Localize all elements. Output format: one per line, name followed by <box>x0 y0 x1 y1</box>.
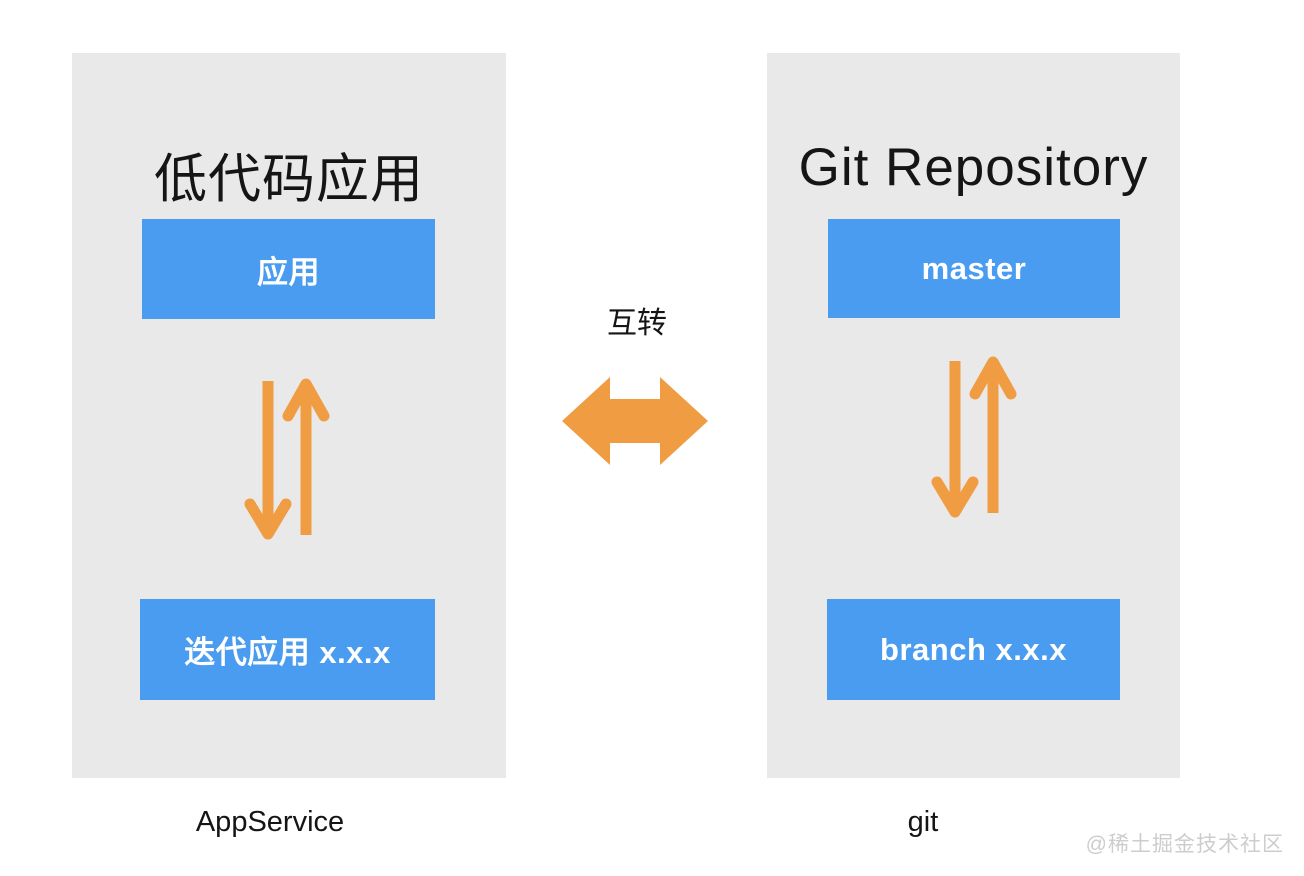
app-node-box: 应用 <box>142 219 435 319</box>
iteration-app-node-box: 迭代应用 x.x.x <box>140 599 435 700</box>
bidirectional-vertical-arrows-icon <box>244 378 330 540</box>
juejin-watermark: @稀土掘金技术社区 <box>1085 833 1284 856</box>
master-node-box: master <box>828 219 1120 318</box>
lowcode-panel-title: 低代码应用 <box>154 150 424 209</box>
app-node-label: 应用 <box>257 254 320 290</box>
master-node-label: master <box>921 250 1027 286</box>
branch-node-label: branch x.x.x <box>880 631 1067 667</box>
bidirectional-vertical-arrows-icon <box>931 356 1017 518</box>
conversion-label: 互转 <box>607 307 667 340</box>
git-caption: git <box>907 806 939 838</box>
appservice-caption: AppService <box>195 806 345 838</box>
git-panel-title: Git Repository <box>798 138 1149 197</box>
double-headed-horizontal-arrow-icon <box>562 377 708 465</box>
branch-node-box: branch x.x.x <box>827 599 1120 700</box>
iteration-app-node-label: 迭代应用 x.x.x <box>184 635 391 670</box>
